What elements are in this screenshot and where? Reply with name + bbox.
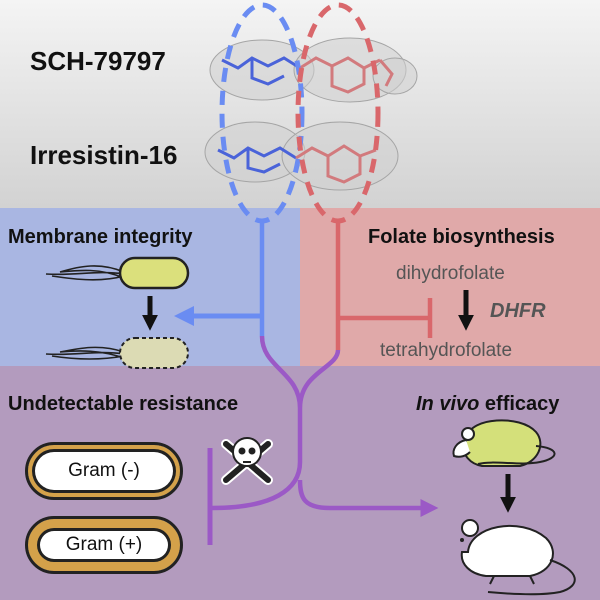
mouse-icon-infected: [452, 419, 556, 467]
folate-enzyme: DHFR: [490, 300, 546, 322]
gram-negative-label: Gram (-): [68, 460, 140, 481]
efficacy-arrow: [297, 479, 439, 517]
membrane-moiety-outline: [219, 2, 305, 224]
efficacy-title-rest: efficacy: [479, 393, 560, 415]
compound-name-sch: SCH-79797: [30, 46, 166, 76]
folate-substrate: dihydrofolate: [396, 263, 505, 284]
folate-title: Folate biosynthesis: [368, 226, 555, 248]
gram-positive-label: Gram (+): [65, 534, 143, 555]
folate-product: tetrahydrofolate: [380, 340, 513, 361]
skull-crossbones-icon: [221, 437, 273, 485]
mouse-icon-healthy: [460, 519, 576, 596]
membrane-title: Membrane integrity: [8, 226, 193, 248]
molecule-structure-1: [209, 37, 418, 103]
efficacy-title: In vivo efficacy: [416, 393, 559, 416]
combined-pathway-trunk: [211, 408, 303, 511]
resistance-title: Undetectable resistance: [8, 393, 239, 415]
efficacy-title-italic: In vivo: [416, 393, 480, 415]
bacterium-icon: [45, 256, 190, 290]
compound-name-irresistin: Irresistin-16: [30, 140, 178, 170]
folate-moiety-outline: [295, 2, 381, 224]
damaged-bacterium-icon: [45, 337, 189, 369]
folate-panel: [300, 208, 600, 366]
gram-positive-pill: Gram (+): [25, 516, 183, 574]
gram-negative-pill: Gram (-): [25, 442, 183, 500]
combined-pathway-line: [259, 335, 341, 409]
molecule-structure-2: [204, 121, 399, 191]
